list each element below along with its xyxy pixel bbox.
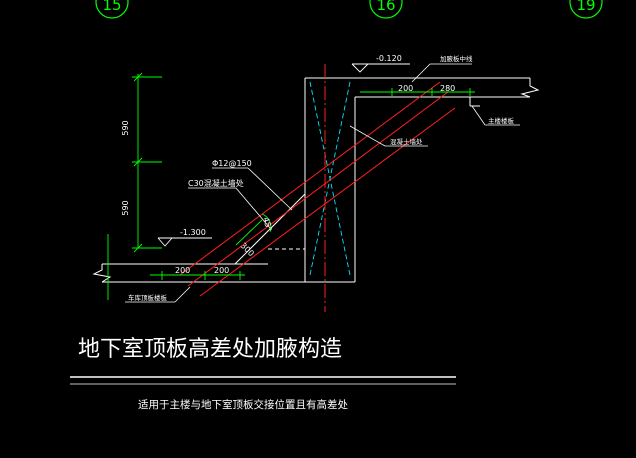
dim-bottom-right: 200	[214, 266, 229, 275]
note-top-centerline: 加腋板中线	[440, 54, 473, 63]
dim-bottom-left: 200	[175, 266, 190, 275]
dim-top-right: 280	[440, 84, 455, 93]
dim-slope-length: 300	[239, 241, 256, 258]
axis-label-16: 16	[376, 0, 395, 14]
note-basement-roof-slab: 车库顶板楼板	[128, 293, 168, 302]
elevation-bottom: -1.300	[180, 228, 206, 237]
elevation-markers	[157, 63, 410, 247]
dim-vertical-upper: 590	[121, 120, 130, 135]
haunch-aux-lines	[309, 81, 351, 276]
axis-circle-19	[569, 0, 603, 19]
structure-outline	[92, 77, 540, 283]
axis-markers: 15 16 19	[95, 0, 603, 19]
dim-top-left: 200	[398, 84, 413, 93]
note-main-building-slab: 主楼楼板	[488, 116, 515, 125]
drawing-title: 地下室顶板高差处加腋构造	[78, 337, 342, 362]
note-concrete-grade: C30混凝土墙处	[188, 178, 244, 188]
drawing-subtitle: 适用于主楼与地下室顶板交接位置且有高差处	[138, 398, 348, 411]
axis-circle-15	[95, 0, 129, 19]
axis-circle-16	[369, 0, 403, 19]
axis-label-15: 15	[102, 0, 121, 14]
dimension-lines	[107, 72, 475, 300]
note-slab-rebar-top: 混凝土墙处	[390, 137, 423, 146]
axis-label-19: 19	[576, 0, 595, 14]
elevation-top: -0.120	[376, 54, 402, 63]
note-rebar-spec: Φ12@150	[212, 159, 252, 168]
rebar-lines	[179, 64, 456, 312]
leader-lines	[125, 63, 520, 303]
dim-vertical-lower: 590	[121, 200, 130, 215]
dim-slope-angle: 45°	[261, 216, 273, 232]
